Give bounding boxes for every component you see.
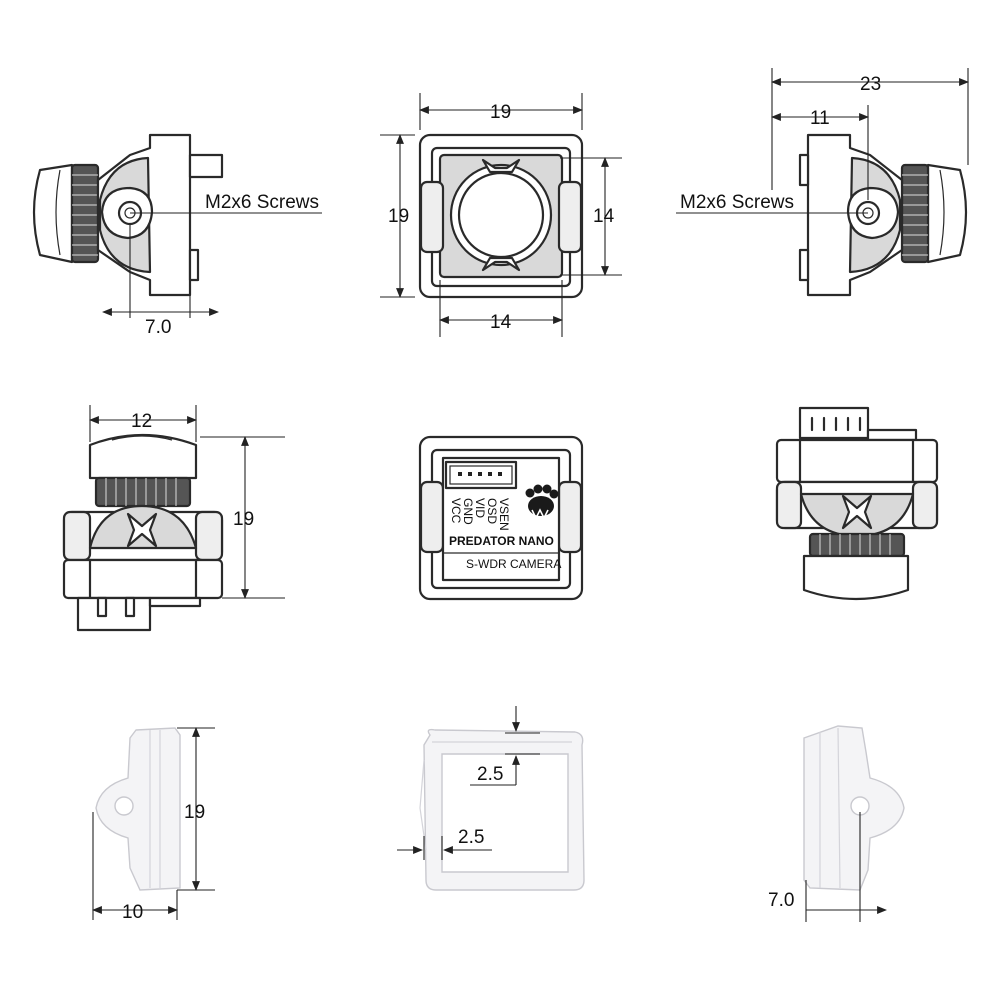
side-view-left: M2x6 Screws 7.0 <box>32 133 322 338</box>
pin-label-4: GND <box>461 498 475 525</box>
side-view-right: M2x6 Screws 23 11 <box>676 68 969 297</box>
screw-label-right: M2x6 Screws <box>680 192 794 213</box>
bracket-side-right: 7.0 <box>768 725 905 922</box>
dim-bl-height: 19 <box>184 802 205 823</box>
dim-br-width: 7.0 <box>768 890 794 911</box>
dim-ml-right: 19 <box>233 509 254 530</box>
pin-label-3: VID <box>473 498 487 518</box>
dim-tc-top: 19 <box>490 102 511 123</box>
pin-label-2: OSD <box>485 498 499 524</box>
dim-tc-left: 19 <box>388 206 409 227</box>
front-view: 19 19 14 14 <box>380 93 622 337</box>
dim-tr-part: 11 <box>810 108 830 129</box>
dim-tc-bottom: 14 <box>490 312 512 333</box>
paw-logo-icon <box>525 484 559 520</box>
dim-tr-total: 23 <box>860 74 881 95</box>
subtitle-label: S-WDR CAMERA <box>466 557 561 571</box>
dim-bc-side: 2.5 <box>458 827 484 848</box>
dim-bc-top: 2.5 <box>477 764 503 785</box>
dim-tc-right: 14 <box>593 206 615 227</box>
bracket-side-left: 19 10 <box>92 727 215 923</box>
pin-label-1: VSEN <box>497 498 511 531</box>
top-view: 12 19 <box>62 405 285 632</box>
dim-tl-width: 7.0 <box>145 317 171 338</box>
dim-bl-width: 10 <box>122 902 143 923</box>
brand-label: PREDATOR NANO <box>449 534 554 548</box>
bottom-view <box>775 406 939 601</box>
dim-ml-top: 12 <box>131 411 152 432</box>
screw-label-left: M2x6 Screws <box>205 192 319 213</box>
pin-label-5: VCC <box>449 498 463 524</box>
bracket-front: 2.5 2.5 <box>397 706 585 891</box>
back-view: VSEN OSD VID GND VCC PREDATOR NANO S-WDR… <box>418 435 584 601</box>
